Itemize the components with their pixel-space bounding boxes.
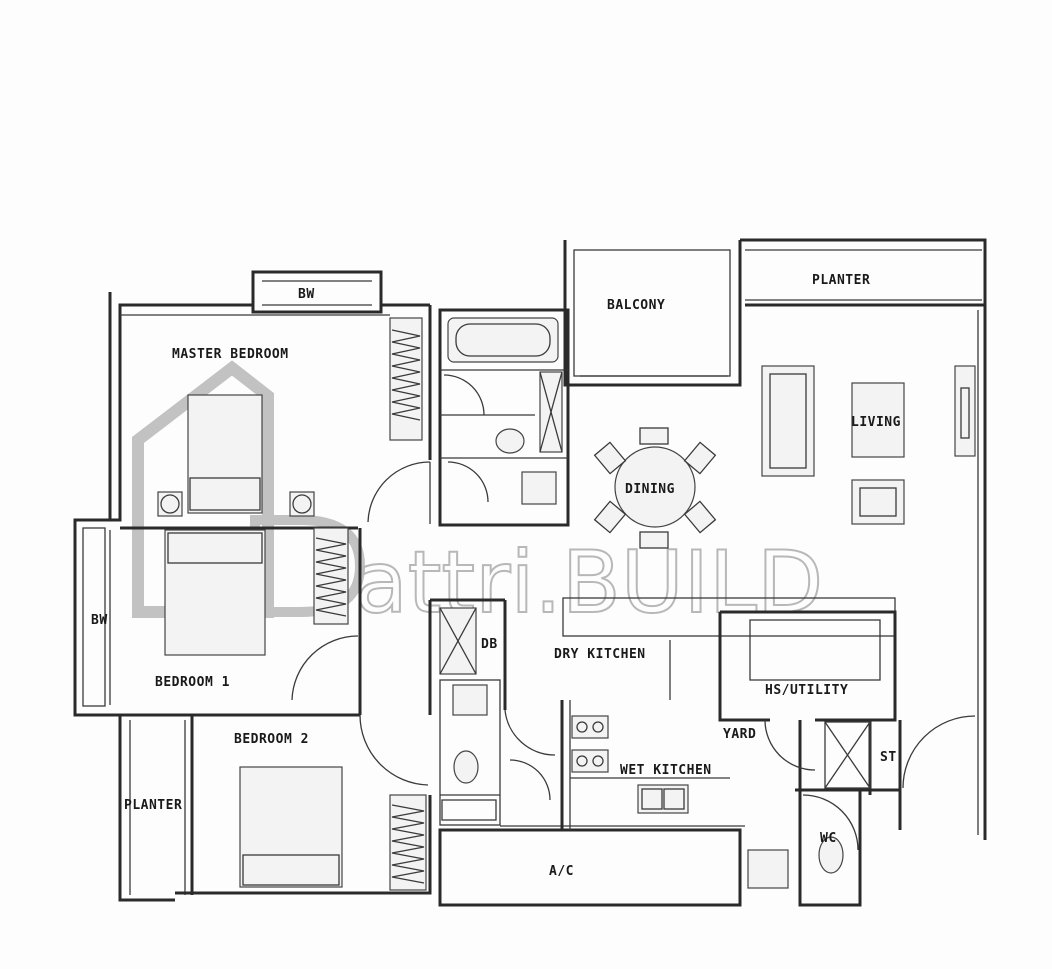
label-bw-top: BW [298, 287, 315, 302]
room-labels: BW MASTER BEDROOM BALCONY PLANTER LIVING… [91, 273, 901, 879]
label-bedroom-2: BEDROOM 2 [234, 732, 309, 747]
dining-table [614, 446, 696, 528]
watermark-text: attri.BUILD [355, 533, 823, 633]
toilet-common [453, 750, 479, 784]
armchair [851, 479, 905, 525]
label-wet-kitchen: WET KITCHEN [620, 763, 712, 778]
coffee-table [851, 382, 905, 458]
bathtub [447, 317, 559, 363]
kitchen-sink [637, 784, 689, 814]
label-planter-left: PLANTER [124, 798, 182, 813]
watermark-house-icon [132, 360, 274, 618]
label-st: ST [880, 750, 897, 765]
wardrobes [313, 317, 427, 891]
sink-common [452, 684, 488, 716]
label-dry-kitchen: DRY KITCHEN [554, 647, 646, 662]
label-bw-left: BW [91, 613, 108, 628]
label-balcony: BALCONY [607, 298, 665, 313]
watermark: attri.BUILD [132, 360, 824, 634]
bw-top-frame [251, 270, 383, 314]
label-yard: YARD [723, 727, 756, 742]
sofa [761, 365, 815, 477]
label-wc: WC [820, 831, 837, 846]
doors [291, 374, 976, 851]
bed-bedroom-1 [164, 529, 266, 656]
label-planter-top: PLANTER [812, 273, 870, 288]
bath-fixtures [439, 317, 844, 889]
label-hs-utility: HS/UTILITY [765, 683, 848, 698]
label-db: DB [481, 637, 498, 652]
walls [73, 238, 987, 907]
label-living: LIVING [851, 415, 901, 430]
washer [747, 849, 789, 889]
label-ac: A/C [549, 864, 574, 879]
beds [157, 394, 343, 888]
tv-console [954, 365, 976, 457]
bed-bedroom-2 [239, 766, 343, 888]
side-table-left [157, 491, 183, 517]
toilet-master [495, 428, 525, 454]
toilet-wc [818, 836, 844, 874]
bed-master [187, 394, 263, 514]
label-bedroom-1: BEDROOM 1 [155, 675, 230, 690]
label-master-bedroom: MASTER BEDROOM [172, 347, 289, 362]
sink-master [521, 471, 557, 505]
wardrobe-bedroom-1 [313, 527, 349, 625]
label-dining: DINING [625, 482, 675, 497]
kitchen-fixtures [570, 640, 730, 814]
side-table-right [289, 491, 315, 517]
furniture [593, 365, 976, 549]
